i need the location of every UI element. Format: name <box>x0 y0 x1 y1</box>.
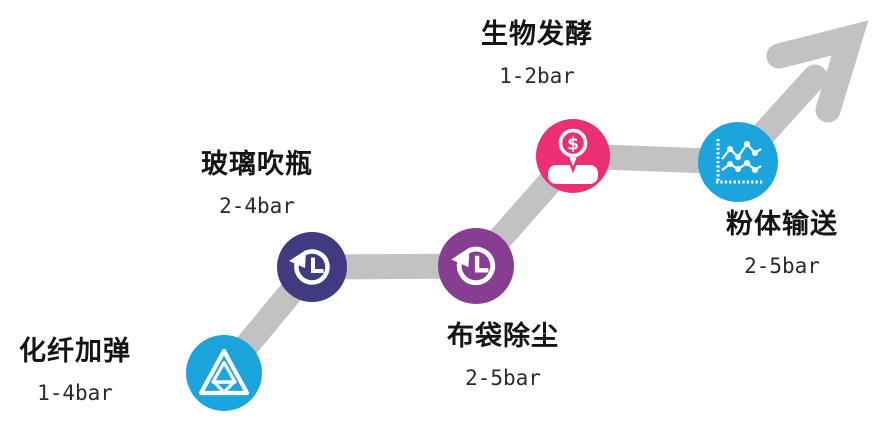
step-node-4: $ <box>536 119 610 193</box>
dollar-symbol: $ <box>567 135 579 155</box>
step-label-4: 生物发酵 1-2bar <box>481 20 593 87</box>
money-person-icon: $ <box>548 128 598 184</box>
step-pressure: 1-2bar <box>499 64 575 88</box>
step-title: 布袋除尘 <box>447 321 559 351</box>
nested-triangles-icon <box>198 348 250 396</box>
step-pressure: 2-5bar <box>465 366 541 390</box>
line-chart-icon <box>716 139 763 184</box>
step-circle-5 <box>698 122 778 202</box>
step-title: 粉体输送 <box>726 209 838 239</box>
step-node-3 <box>438 228 514 304</box>
step-label-1: 化纤加弹 1-4bar <box>19 337 131 404</box>
step-node-1 <box>186 335 262 411</box>
step-node-5 <box>698 122 778 202</box>
step-circle-1 <box>186 335 262 411</box>
step-pressure: 2-4bar <box>219 194 295 218</box>
step-pressure: 1-4bar <box>37 381 113 405</box>
step-title: 化纤加弹 <box>19 336 131 366</box>
step-title: 玻璃吹瓶 <box>201 149 313 179</box>
step-label-3: 布袋除尘 2-5bar <box>447 322 559 389</box>
step-pressure: 2-5bar <box>744 254 820 278</box>
step-title: 生物发酵 <box>481 19 593 49</box>
step-node-2 <box>277 232 347 302</box>
step-label-2: 玻璃吹瓶 2-4bar <box>201 150 313 217</box>
step-label-5: 粉体输送 2-5bar <box>726 210 838 277</box>
